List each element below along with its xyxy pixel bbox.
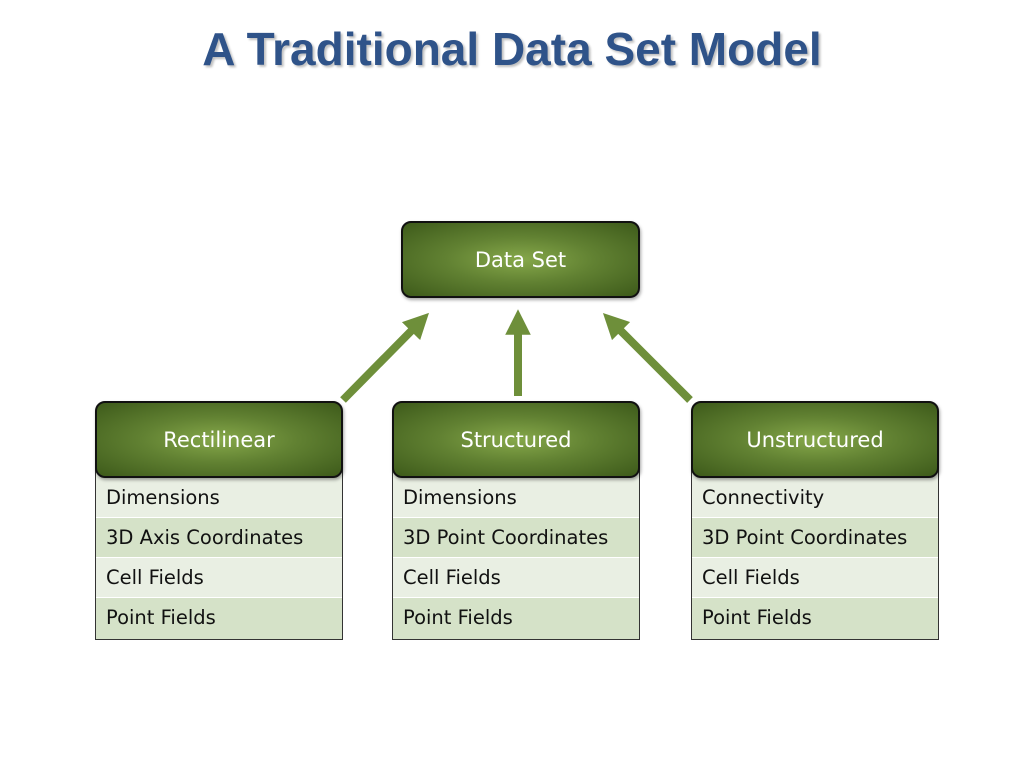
rectilinear-node: Rectilinear	[95, 401, 343, 478]
rectilinear-row-point-fields: Point Fields	[96, 598, 342, 639]
unstructured-label: Unstructured	[746, 427, 884, 452]
arrow-rectilinear-to-dataset	[340, 312, 429, 403]
unstructured-row-coordinates: 3D Point Coordinates	[692, 518, 938, 558]
unstructured-row-cell-fields: Cell Fields	[692, 558, 938, 598]
rectilinear-label: Rectilinear	[163, 427, 275, 452]
rectilinear-row-coordinates: 3D Axis Coordinates	[96, 518, 342, 558]
rectilinear-group: Rectilinear Dimensions 3D Axis Coordinat…	[95, 401, 343, 640]
unstructured-row-point-fields: Point Fields	[692, 598, 938, 639]
data-set-label: Data Set	[474, 247, 567, 272]
arrow-unstructured-to-dataset	[602, 312, 693, 403]
slide-title: A Traditional Data Set Model	[202, 23, 822, 75]
data-set-node: Data Set	[401, 221, 640, 298]
structured-label: Structured	[460, 427, 572, 452]
structured-group: Structured Dimensions 3D Point Coordinat…	[392, 401, 640, 640]
unstructured-properties: Connectivity 3D Point Coordinates Cell F…	[691, 468, 939, 640]
structured-row-point-fields: Point Fields	[393, 598, 639, 639]
structured-node: Structured	[392, 401, 640, 478]
structured-row-coordinates: 3D Point Coordinates	[393, 518, 639, 558]
rectilinear-row-cell-fields: Cell Fields	[96, 558, 342, 598]
unstructured-row-connectivity: Connectivity	[692, 478, 938, 518]
structured-row-cell-fields: Cell Fields	[393, 558, 639, 598]
structured-row-dimensions: Dimensions	[393, 478, 639, 518]
unstructured-group: Unstructured Connectivity 3D Point Coord…	[691, 401, 939, 640]
rectilinear-row-dimensions: Dimensions	[96, 478, 342, 518]
unstructured-node: Unstructured	[691, 401, 939, 478]
structured-properties: Dimensions 3D Point Coordinates Cell Fie…	[392, 468, 640, 640]
rectilinear-properties: Dimensions 3D Axis Coordinates Cell Fiel…	[95, 468, 343, 640]
